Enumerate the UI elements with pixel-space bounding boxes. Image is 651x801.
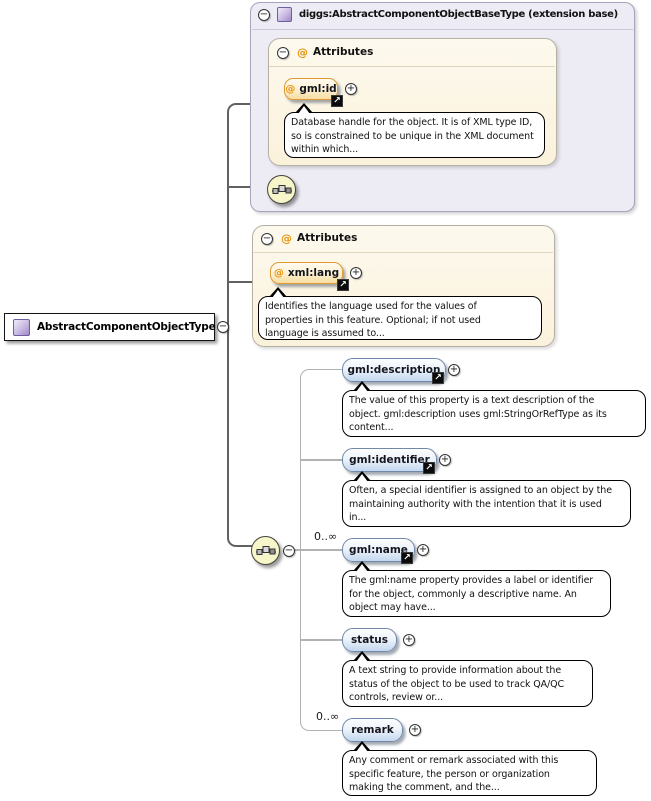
- doc-callout-gml-description: The value of this property is a text des…: [342, 381, 646, 437]
- plus-glyph: +: [449, 364, 459, 375]
- plus-glyph: +: [351, 267, 361, 278]
- expand-remark-button[interactable]: +: [409, 724, 421, 736]
- doc-callout-gml-name: The gml:name property provides a label o…: [342, 561, 611, 617]
- attribute-name: xml:lang: [287, 267, 340, 279]
- complex-type-icon: [13, 318, 30, 336]
- at-icon: @: [273, 267, 284, 279]
- expand-gml-identifier-button[interactable]: +: [439, 454, 451, 466]
- expand-gml-name-button[interactable]: +: [417, 544, 429, 556]
- plus-glyph: +: [440, 454, 450, 465]
- doc-callout-xml-lang: Identifies the language used for the val…: [258, 287, 542, 340]
- element-gml-identifier[interactable]: gml:identifier: [342, 448, 437, 472]
- sequence-icon[interactable]: [251, 536, 280, 565]
- minus-glyph: −: [284, 545, 294, 556]
- at-icon: @: [281, 232, 292, 245]
- connector-status: [301, 639, 342, 641]
- cardinality-label: 0..∞: [314, 530, 338, 543]
- expand-xml-lang-button[interactable]: +: [350, 267, 362, 279]
- connector-xml-lang: [229, 281, 258, 283]
- attributes-header-divider: [253, 252, 553, 253]
- sequence-glyph: [271, 184, 292, 194]
- minus-glyph: −: [218, 321, 228, 332]
- element-name: gml:name: [349, 544, 408, 556]
- plus-glyph: +: [404, 634, 414, 645]
- connector-sequence-1: [229, 186, 268, 188]
- minus-glyph: −: [278, 47, 288, 58]
- collapse-root-button[interactable]: −: [217, 321, 229, 333]
- at-icon: @: [297, 46, 308, 59]
- link-reference-icon[interactable]: ↗: [337, 279, 349, 291]
- attribute-xml-lang[interactable]: @ xml:lang: [270, 262, 343, 284]
- link-reference-icon[interactable]: ↗: [331, 95, 343, 107]
- element-name: gml:identifier: [349, 454, 430, 466]
- minus-glyph: −: [259, 9, 269, 20]
- complex-type-icon: [277, 7, 292, 22]
- element-name: remark: [351, 724, 394, 736]
- doc-callout-gml-identifier: Often, a special identifier is assigned …: [342, 471, 631, 527]
- collapse-local-attributes-button[interactable]: −: [261, 233, 273, 245]
- element-gml-description[interactable]: gml:description: [342, 358, 446, 382]
- link-reference-icon[interactable]: ↗: [423, 462, 435, 474]
- extension-header-divider: [252, 29, 633, 30]
- connector-gml-identifier: [301, 459, 342, 461]
- at-icon: @: [285, 83, 296, 95]
- expand-status-button[interactable]: +: [403, 634, 415, 646]
- sequence-glyph: [255, 545, 276, 555]
- collapse-extension-button[interactable]: −: [258, 9, 270, 21]
- expand-gml-description-button[interactable]: +: [448, 364, 460, 376]
- element-status[interactable]: status: [342, 628, 397, 652]
- base-attributes-header: Attributes: [313, 46, 374, 58]
- doc-callout-status: A text string to provide information abo…: [342, 651, 593, 707]
- link-reference-icon[interactable]: ↗: [432, 372, 444, 384]
- expand-gml-id-button[interactable]: +: [345, 83, 357, 95]
- local-attributes-header: Attributes: [297, 232, 358, 244]
- element-remark[interactable]: remark: [342, 718, 403, 742]
- root-type-box[interactable]: AbstractComponentObjectType: [4, 313, 216, 341]
- doc-callout-remark: Any comment or remark associated with th…: [342, 741, 597, 796]
- root-type-label: AbstractComponentObjectType: [37, 321, 216, 333]
- collapse-sequence-button[interactable]: −: [283, 545, 295, 557]
- plus-glyph: +: [346, 83, 356, 94]
- attributes-header-divider: [269, 66, 555, 67]
- link-reference-icon[interactable]: ↗: [401, 552, 413, 564]
- minus-glyph: −: [262, 233, 272, 244]
- element-name: status: [350, 634, 389, 646]
- collapse-base-attributes-button[interactable]: −: [277, 47, 289, 59]
- plus-glyph: +: [410, 724, 420, 735]
- connector-gml-name: [295, 549, 342, 551]
- doc-callout-gml-id: Database handle for the object. It is of…: [284, 103, 545, 158]
- extension-base-title: diggs:AbstractComponentObjectBaseType (e…: [299, 9, 618, 20]
- attribute-name: gml:id: [299, 83, 337, 95]
- sequence-icon[interactable]: [267, 175, 296, 204]
- attribute-gml-id[interactable]: @ gml:id: [284, 78, 338, 100]
- plus-glyph: +: [418, 544, 428, 555]
- cardinality-label: 0..∞: [316, 710, 340, 723]
- element-name: gml:description: [347, 364, 441, 376]
- trunk-connector-bottom: [227, 519, 253, 547]
